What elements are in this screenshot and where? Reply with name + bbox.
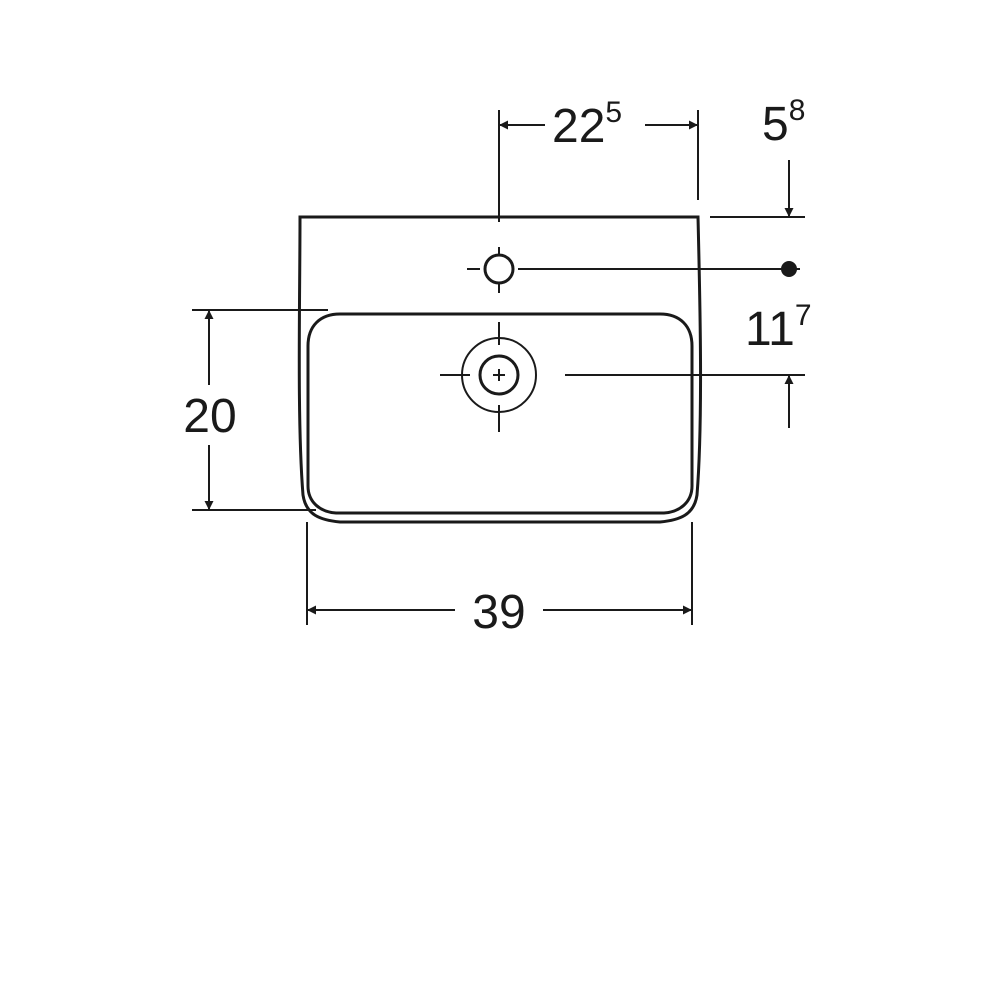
dimension-label-top-to-tap-hole: 58 — [762, 94, 805, 151]
basin-bowl — [306, 312, 694, 515]
dimension-bowl-width: 39 — [306, 522, 693, 639]
basin-outline — [297, 215, 703, 524]
dimension-tap-hole-offset: 225 — [498, 96, 699, 222]
dimension-bowl-depth: 20 — [183, 309, 328, 511]
tap-hole — [467, 247, 800, 293]
reference-dot-icon — [781, 261, 797, 277]
drain — [440, 322, 805, 432]
dimension-label-bowl-width: 39 — [472, 586, 525, 639]
dimension-top-to-tap-hole: 58 — [710, 94, 805, 218]
dimension-label-tap-hole-to-drain: 117 — [745, 299, 812, 356]
dimension-label-tap-hole-offset: 225 — [552, 96, 622, 153]
dimension-label-bowl-depth: 20 — [183, 390, 236, 443]
dimension-tap-hole-to-drain: 117 — [745, 299, 812, 428]
